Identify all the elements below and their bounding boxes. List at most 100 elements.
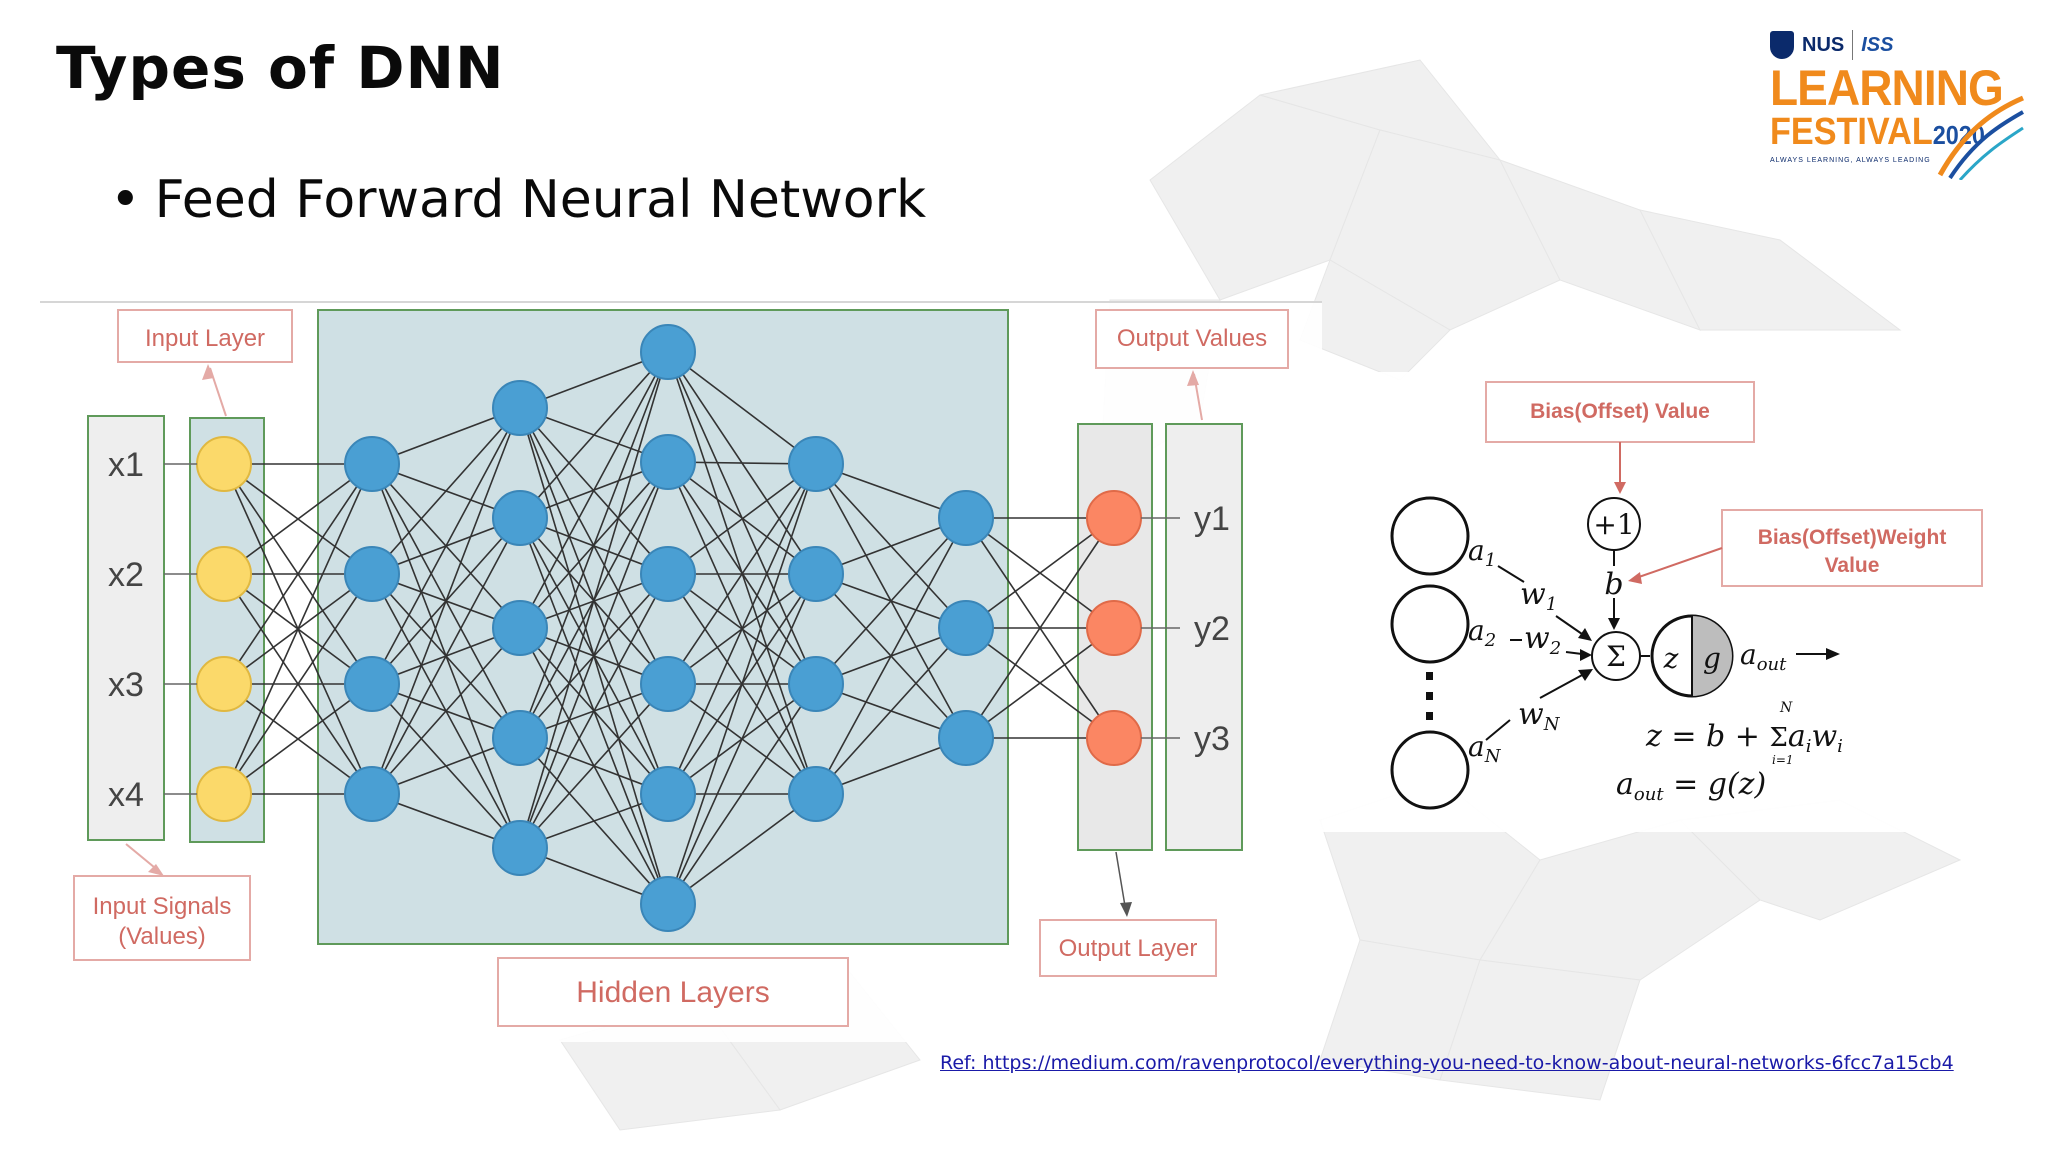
label-aN-main: a: [1468, 730, 1485, 763]
hidden-node: [344, 546, 400, 602]
edge-aN: [1485, 719, 1511, 741]
hidden-layers-label-box: [497, 957, 849, 1027]
reference-link[interactable]: Ref: https://medium.com/ravenprotocol/ev…: [940, 1052, 1954, 1074]
network-edge: [519, 461, 669, 849]
network-edge: [519, 573, 669, 849]
label-a2: a2: [1468, 614, 1496, 651]
logo-swoosh-icon: [1937, 95, 2024, 180]
eq1-term: a: [1788, 719, 1806, 754]
hidden-node: [938, 490, 994, 546]
input-aN-node: [1390, 730, 1470, 810]
label-w2-main: w: [1524, 621, 1550, 656]
logo-iss: ISS: [1861, 33, 1894, 56]
label-wN: wN: [1518, 697, 1561, 735]
activation-g: g: [1703, 642, 1721, 675]
hidden-layers-label: Hidden Layers: [576, 976, 769, 1009]
ellipsis-dot-1: [1426, 672, 1433, 680]
eq1-top: N: [1779, 700, 1793, 716]
network-edge: [815, 517, 967, 795]
eq1-sub1: i: [1806, 736, 1812, 757]
sum-symbol: Σ: [1606, 640, 1626, 673]
hidden-node: [640, 876, 696, 932]
input-label-x1: x1: [108, 446, 144, 484]
hidden-node: [640, 324, 696, 380]
ellipsis-dot-3: [1426, 712, 1433, 720]
network-edge: [371, 407, 521, 795]
network-edge: [371, 517, 521, 795]
network-edge: [223, 463, 373, 795]
output-values-label: Output Values: [1117, 325, 1267, 352]
label-aN-sub: N: [1484, 746, 1502, 767]
bias-weight-arrowhead: [1628, 572, 1642, 584]
input-label-x4: x4: [108, 776, 144, 814]
network-edge: [667, 461, 817, 575]
output-layer-label-box: [1039, 919, 1217, 977]
output-node: [1086, 490, 1142, 546]
input-layer-arrowhead: [202, 364, 214, 380]
eq1-sum: Σ: [1769, 723, 1787, 753]
bias-label-box: [1485, 381, 1755, 443]
neuron-diagram: Bias(Offset) Value Bias(Offset)Weight Va…: [1390, 381, 1983, 810]
edge-a1: [1497, 565, 1525, 583]
hidden-node: [640, 546, 696, 602]
bullet-text: Feed Forward Neural Network: [154, 170, 927, 230]
bias-b: b: [1604, 567, 1623, 602]
network-nodes: [196, 324, 1142, 932]
output-values-panel: [1165, 423, 1243, 851]
label-a2-main: a: [1468, 614, 1485, 647]
bias-arrow-head: [1608, 618, 1620, 630]
input-label-x2: x2: [108, 556, 144, 594]
slide-title: Types of DNN: [56, 34, 505, 102]
hidden-node: [492, 600, 548, 656]
network-edges: [223, 351, 1115, 905]
network-edge: [965, 517, 1115, 629]
logo-festival-word: FESTIVAL: [1770, 111, 1933, 153]
hidden-node: [640, 656, 696, 712]
hidden-node: [788, 656, 844, 712]
label-a1: a1: [1468, 534, 1496, 571]
arrowhead-wN: [1578, 669, 1593, 681]
activation-shade: [1692, 616, 1732, 696]
network-edge: [667, 793, 817, 905]
input-label-x3: x3: [108, 666, 144, 704]
hidden-node: [344, 766, 400, 822]
hidden-node: [788, 546, 844, 602]
label-aN: aN: [1468, 730, 1502, 767]
output-node: [1086, 600, 1142, 656]
label-w1: w1: [1520, 577, 1557, 615]
network-edge: [667, 463, 817, 795]
eq1-sub2: i: [1837, 736, 1843, 757]
hidden-node: [788, 766, 844, 822]
network-edge: [815, 627, 967, 795]
network-edge: [965, 627, 1115, 739]
label-wN-main: w: [1518, 697, 1544, 732]
label-a2-sub: 2: [1484, 630, 1496, 651]
hidden-node: [938, 710, 994, 766]
network-edge: [223, 463, 373, 685]
label-a1-main: a: [1468, 534, 1485, 567]
learning-festival-logo: NUS ISS LEARNING FESTIVAL2020 ALWAYS LEA…: [1770, 30, 2024, 180]
hidden-node: [640, 434, 696, 490]
input-layer-label-box: [117, 309, 293, 363]
output-layer-arrowhead: [1120, 902, 1132, 917]
equation-1: z = b + Σaiwi: [1645, 719, 1843, 757]
label-aout: aout: [1740, 638, 1787, 675]
bullet-point: •Feed Forward Neural Network: [110, 170, 926, 230]
output-arrowhead: [1826, 648, 1840, 660]
hidden-node: [492, 490, 548, 546]
edge-w1: [1555, 615, 1583, 635]
input-node: [196, 436, 252, 492]
label-w1-sub: 1: [1546, 594, 1557, 615]
hidden-node: [640, 766, 696, 822]
network-edge: [223, 683, 373, 795]
bullet-marker: •: [110, 170, 141, 230]
eq2-a: a: [1616, 767, 1634, 802]
network-edge: [519, 683, 669, 849]
output-layer-arrow: [1115, 851, 1127, 913]
bias-plus-one: +1: [1593, 508, 1634, 541]
hidden-node: [788, 436, 844, 492]
network-edge: [965, 517, 1115, 739]
input-signals-label-box: [73, 875, 251, 961]
